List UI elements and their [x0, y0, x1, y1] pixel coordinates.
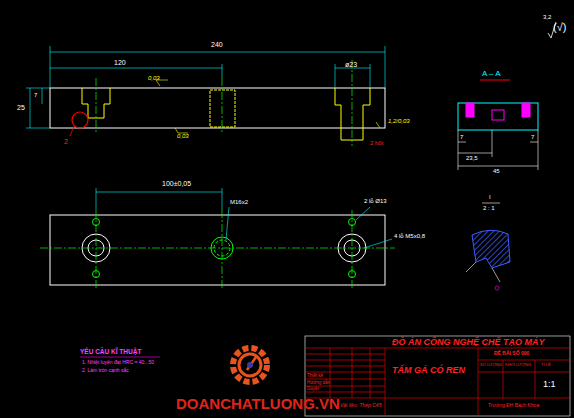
tolerance: 0,03 [177, 133, 189, 139]
requirements-title: YÊU CẦU KĨ THUẬT [80, 349, 141, 356]
detail-view [466, 203, 510, 290]
assignment-number: ĐỀ BÀI SỐ 090 [494, 351, 529, 356]
project-title: ĐỒ ÁN CÔNG NGHỆ CHẾ TẠO MÁY [392, 338, 545, 347]
watermark: DOANCHATLUONG.VN [176, 396, 340, 411]
dimension: 120 [114, 59, 126, 66]
detail-scale: 2 : 1 [483, 205, 495, 211]
roughness: 3,2 [543, 14, 551, 20]
logo-gear [233, 348, 267, 382]
callout-number: 2 [64, 138, 68, 145]
dimension: 100±0,05 [162, 180, 191, 187]
table-cell: Duyệt [307, 387, 319, 392]
dimension: 7 [460, 134, 463, 140]
hole-note: 4 lỗ M5x0,8 [394, 233, 425, 239]
detail-mark: I [489, 194, 491, 200]
table-cell: Thiết kế [307, 374, 323, 379]
table-cell: SỐ LƯỢNG [480, 363, 502, 367]
part-name: TẤM GÁ CÓ REN [392, 366, 465, 375]
tolerance: 0,03 [148, 75, 160, 81]
scale: 1:1 [543, 380, 556, 389]
dimension: 45 [493, 168, 500, 174]
thread-note: M16x2 [230, 199, 248, 205]
note: 2 hốt [370, 140, 383, 146]
table-cell: TỈ LỆ [541, 363, 551, 367]
title-block [305, 336, 570, 416]
school: Trường ĐH Bách Khoa [488, 403, 539, 408]
roughness: (√) [553, 22, 566, 33]
table-cell: Hướng dẫn [307, 381, 330, 386]
underline [80, 357, 160, 358]
section-title: A – A [482, 70, 501, 78]
dimension: 240 [211, 41, 223, 48]
requirement: 2. Làm tròn cạnh sắc [82, 368, 129, 373]
roughness: 1,2/0,03 [388, 118, 410, 124]
section-a-a [458, 80, 538, 170]
material: Vật liệu: Thép C45 [340, 403, 381, 408]
dimension: 7 [34, 92, 37, 98]
dimension: 23,5 [466, 155, 478, 161]
table-cell: KHỐI LƯỢNG [505, 363, 531, 367]
top-view [40, 188, 395, 290]
requirement: 1. Nhiệt luyện đạt HRC = 40...50 [82, 360, 154, 365]
dimension: 7 [531, 134, 534, 140]
dimension: 25 [17, 104, 25, 111]
hole-note: 2 lỗ Ø13 [364, 198, 387, 204]
dimension: ø23 [345, 61, 357, 68]
front-view [26, 46, 385, 146]
